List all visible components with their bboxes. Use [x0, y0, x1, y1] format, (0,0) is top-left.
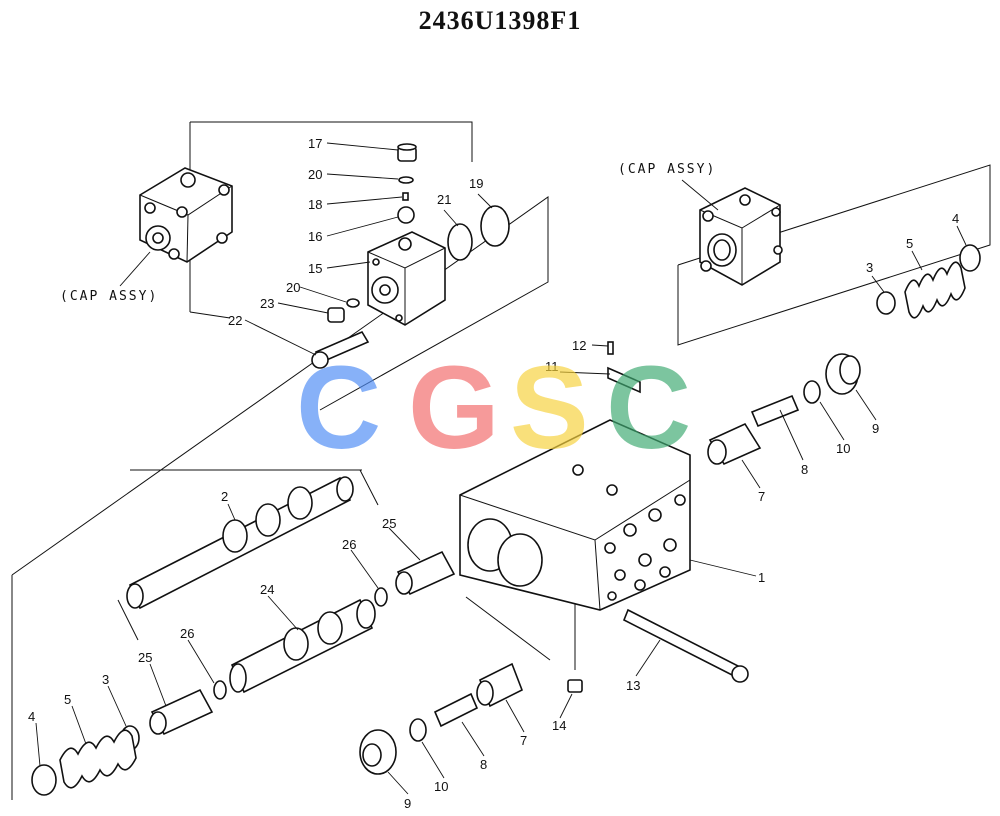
ring-26-left: [213, 680, 227, 700]
callout-3-right: 3: [866, 260, 873, 275]
cap-assy-label-right: (CAP ASSY): [618, 162, 716, 177]
callout-24: 24: [260, 582, 274, 597]
callout-23: 23: [260, 296, 274, 311]
plug-9a: [825, 353, 861, 395]
plate-11: [607, 341, 641, 394]
cap-assy-right: [699, 187, 783, 286]
callout-12: 12: [572, 338, 586, 353]
callout-9-right: 9: [872, 421, 879, 436]
drawing-number: 2436U1398F1: [418, 6, 582, 35]
callout-17: 17: [308, 136, 322, 151]
plunger-7a: [707, 422, 762, 466]
spring-group-left: [31, 725, 140, 796]
callout-10-right: 10: [836, 441, 850, 456]
callout-25-left: 25: [138, 650, 152, 665]
callout-18: 18: [308, 197, 322, 212]
sleeve-25-right: [395, 550, 456, 596]
spool-2: [126, 476, 354, 610]
bottom-plunger-group: [359, 662, 524, 775]
bolt-13: [622, 608, 749, 683]
callouts: 17 20 18 16 15 20 23 22 21 19 3 5 4 11 1…: [28, 136, 959, 811]
callout-2: 2: [221, 489, 228, 504]
callout-16: 16: [308, 229, 322, 244]
callout-20-mid: 20: [286, 280, 300, 295]
valve-body: [459, 419, 691, 611]
callout-7-bottom: 7: [520, 733, 527, 748]
ring-26-right: [374, 587, 388, 607]
frame-lines: [11, 121, 991, 800]
right-plunger-group: [707, 353, 861, 466]
plug-14: [567, 679, 583, 693]
callout-4-left: 4: [28, 709, 35, 724]
callout-9-bottom: 9: [404, 796, 411, 811]
callout-14: 14: [552, 718, 566, 733]
callout-13: 13: [626, 678, 640, 693]
callout-1: 1: [758, 570, 765, 585]
callout-8-right: 8: [801, 462, 808, 477]
callout-21: 21: [437, 192, 451, 207]
callout-10-bottom: 10: [434, 779, 448, 794]
callout-22: 22: [228, 313, 242, 328]
sleeve-25-left: [149, 688, 214, 736]
leader-lines: [35, 142, 967, 795]
watermark-letter-c1: C: [296, 342, 381, 474]
callout-20-top: 20: [308, 167, 322, 182]
spring-group-right: [876, 244, 981, 319]
callout-7-right: 7: [758, 489, 765, 504]
watermark: C G S C: [296, 342, 691, 474]
callout-8-bottom: 8: [480, 757, 487, 772]
watermark-letter-c2: C: [606, 342, 691, 474]
cap-15: [367, 231, 446, 326]
callout-25-right: 25: [382, 516, 396, 531]
callout-5-left: 5: [64, 692, 71, 707]
callout-26-left: 26: [180, 626, 194, 641]
callout-19: 19: [469, 176, 483, 191]
callout-4-right: 4: [952, 211, 959, 226]
callout-5-right: 5: [906, 236, 913, 251]
callout-15: 15: [308, 261, 322, 276]
cap-assy-left: [139, 167, 233, 263]
callout-11: 11: [545, 359, 559, 374]
watermark-letter-g: G: [408, 342, 500, 474]
callout-26-right: 26: [342, 537, 356, 552]
bolt-22: [311, 330, 370, 369]
spool-24: [229, 598, 376, 694]
watermark-letter-s: S: [510, 342, 589, 474]
small-parts: [311, 143, 510, 369]
body-ports: [604, 494, 686, 601]
callout-3-left: 3: [102, 672, 109, 687]
cap-assy-label-left: (CAP ASSY): [60, 289, 158, 304]
